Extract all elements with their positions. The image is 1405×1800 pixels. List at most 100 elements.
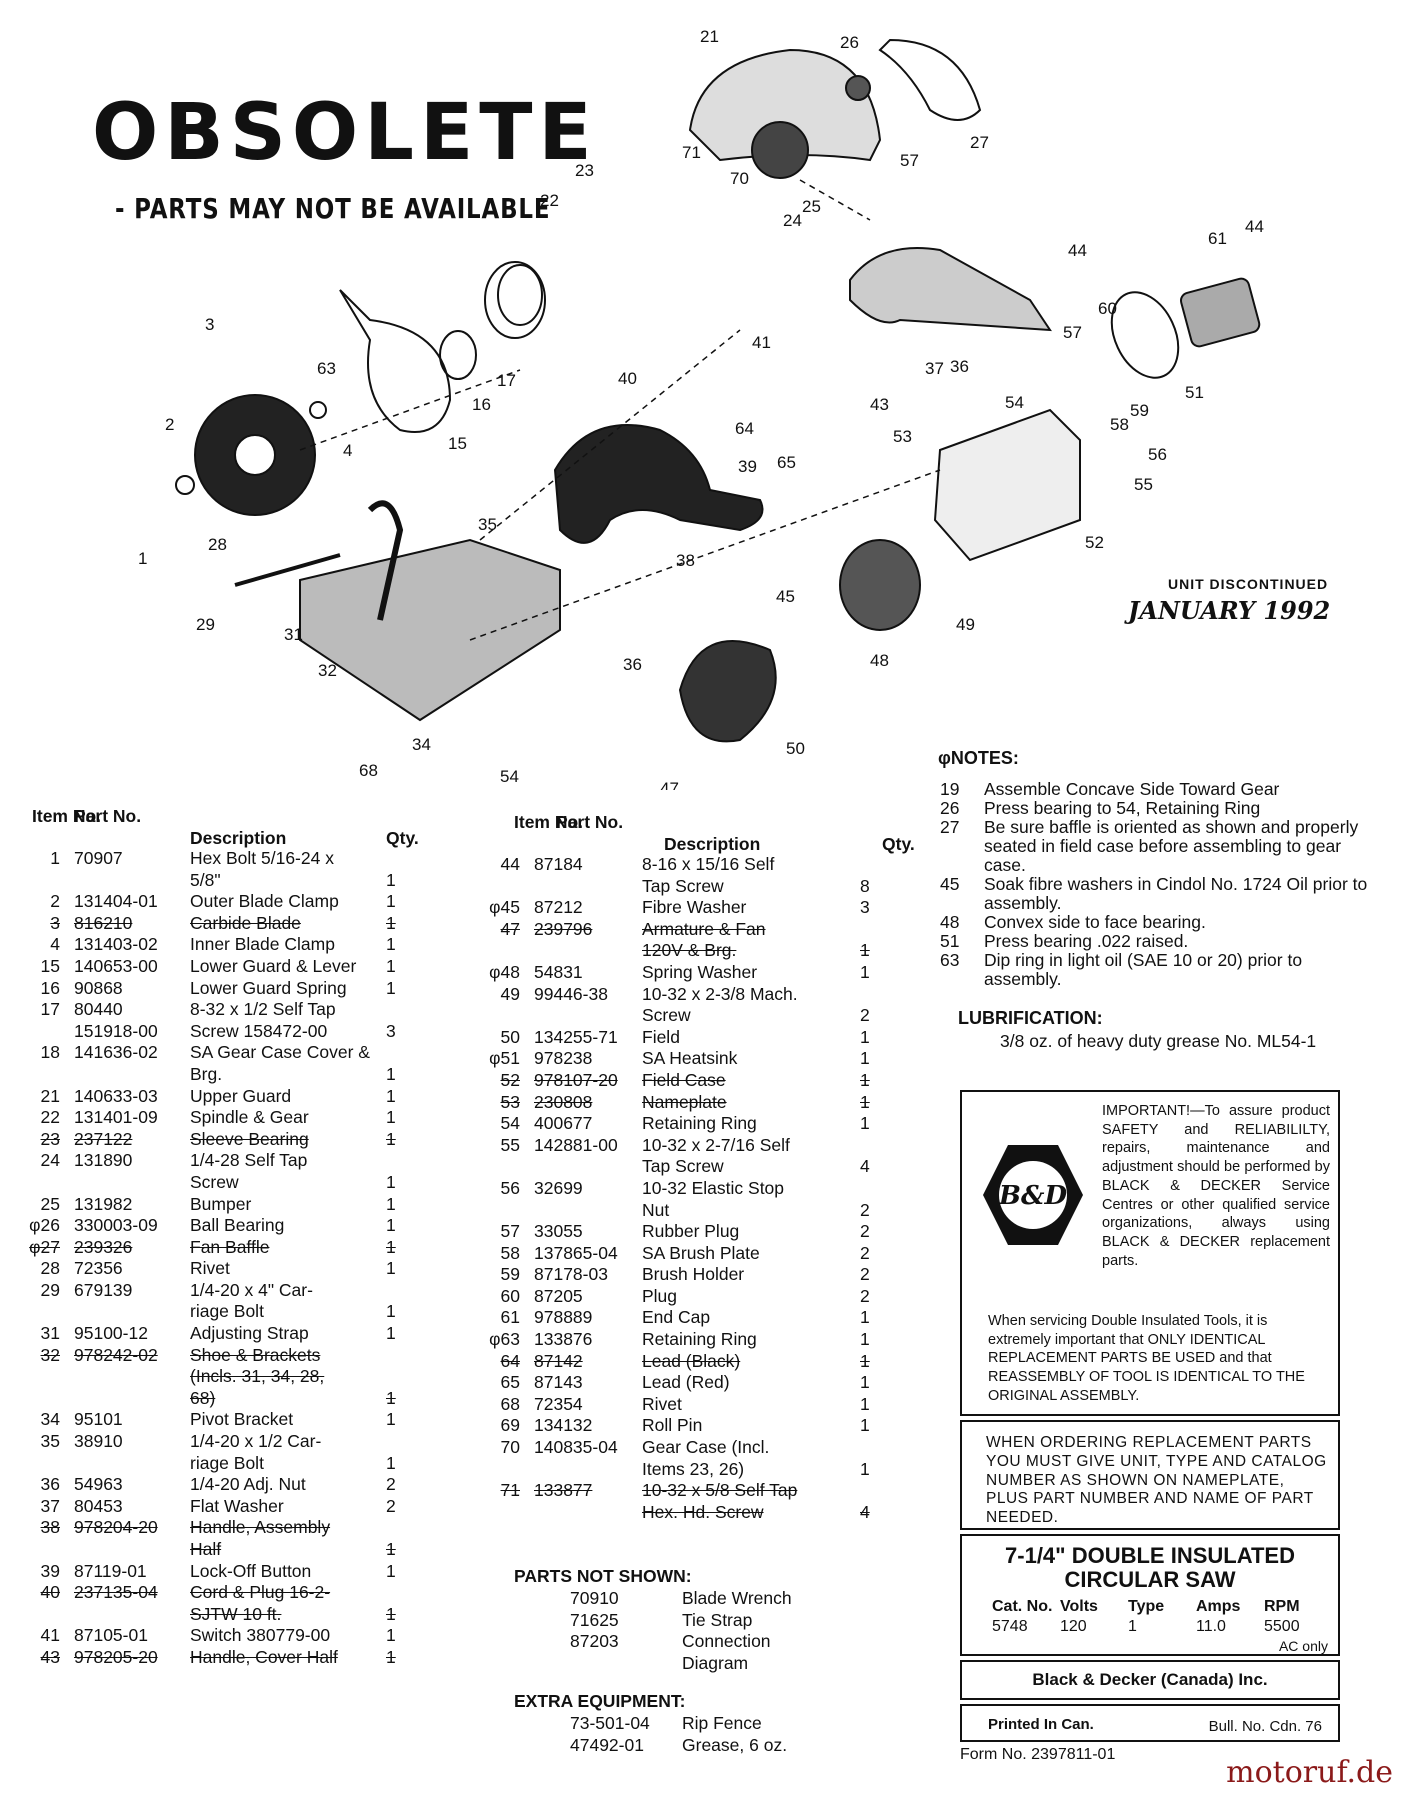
- item-no: 49: [500, 983, 520, 1004]
- table-row: 120V & Brg.1: [470, 940, 912, 962]
- quantity: [386, 999, 416, 1021]
- callout-label: 48: [870, 651, 889, 670]
- description: Field: [642, 1026, 680, 1047]
- item-no: 64: [500, 1350, 520, 1371]
- part-no: 137865-04: [534, 1242, 618, 1263]
- callout-label: 15: [448, 434, 467, 453]
- description: Spring Washer: [642, 961, 758, 982]
- spindle-gear: [497, 264, 543, 326]
- callout-label: 60: [1098, 299, 1117, 318]
- header-part: Part No.: [74, 806, 142, 826]
- callout-label: 44: [1245, 217, 1264, 236]
- item-no: φ27: [29, 1236, 60, 1257]
- quantity: 1: [860, 940, 870, 961]
- description: Lead (Black): [642, 1350, 741, 1371]
- armature: [678, 640, 777, 743]
- description: Screw: [190, 1171, 239, 1192]
- header-desc-mid: Description: [664, 834, 761, 854]
- quantity: [860, 984, 890, 1006]
- item-no: 38: [40, 1517, 60, 1538]
- part-no: [74, 1539, 190, 1561]
- item-no: [470, 1156, 534, 1178]
- item-no: 71: [500, 1480, 520, 1501]
- item-no: φ26: [29, 1215, 60, 1236]
- description: Rip Fence: [682, 1712, 762, 1733]
- item-no: 31: [40, 1323, 60, 1344]
- part-no: [74, 870, 190, 892]
- heatsink: [1110, 291, 1180, 379]
- item-no: 40: [40, 1582, 60, 1603]
- part-no: [74, 1388, 190, 1410]
- fan-baffle: [878, 38, 982, 121]
- table-row: (Incls. 31, 34, 28,: [22, 1366, 416, 1388]
- item-no: 52: [500, 1069, 520, 1090]
- part-no: 54831: [534, 961, 583, 982]
- description: Retaining Ring: [642, 1329, 757, 1350]
- callout-label: 32: [318, 661, 337, 680]
- description: Screw 158472-00: [190, 1020, 328, 1041]
- part-no: [534, 876, 642, 898]
- item-no: 35: [40, 1431, 60, 1452]
- item-no: 43: [40, 1646, 60, 1667]
- part-no: 133876: [534, 1329, 593, 1350]
- part-no: 87119-01: [74, 1560, 147, 1581]
- part-no: [534, 940, 642, 962]
- item-no: [470, 1200, 534, 1222]
- description: Fan Baffle: [190, 1236, 270, 1257]
- item-no: 57: [500, 1221, 520, 1242]
- quantity: 1: [386, 977, 396, 998]
- description: Carbide Blade: [190, 912, 301, 933]
- quantity: 1: [860, 1393, 870, 1414]
- part-no: 70910: [570, 1587, 619, 1608]
- description: Half: [190, 1539, 222, 1559]
- description: Diagram: [682, 1653, 749, 1674]
- ac-only: AC only: [1278, 1638, 1328, 1654]
- part-no: 134132: [534, 1415, 593, 1436]
- callout-label: 55: [1134, 475, 1153, 494]
- extra-equipment-title: EXTRA EQUIPMENT:: [514, 1690, 686, 1711]
- gear-case: [484, 261, 546, 339]
- svg-text:B&D: B&D: [998, 1181, 1067, 1211]
- callout-label: 37: [925, 359, 944, 378]
- callout-label: 70: [730, 169, 749, 188]
- callout-label: 64: [735, 419, 754, 438]
- part-no: 140633-03: [74, 1085, 158, 1106]
- quantity: 4: [860, 1501, 870, 1522]
- part-no: 72354: [534, 1393, 583, 1414]
- part-no: 54963: [74, 1474, 123, 1495]
- quantity: 1: [860, 1069, 870, 1090]
- part-no: 133877: [534, 1480, 593, 1501]
- table-row: Items 23, 26)1: [470, 1459, 912, 1481]
- description: 1/4-20 Adj. Nut: [190, 1474, 306, 1495]
- description: Flat Washer: [190, 1495, 284, 1516]
- item-no: [22, 1064, 74, 1086]
- description: Nut: [642, 1199, 670, 1220]
- callout-label: 2: [165, 415, 174, 434]
- item-no: 39: [40, 1560, 60, 1581]
- part-no: 95100-12: [74, 1323, 148, 1344]
- note-number: 63: [940, 950, 960, 970]
- item-no: φ48: [489, 961, 520, 982]
- quantity: 1: [386, 1323, 396, 1344]
- part-no: 978205-20: [74, 1646, 158, 1667]
- unit-discontinued-label: UNIT DISCONTINUED: [1168, 576, 1329, 592]
- item-no: 2: [50, 891, 60, 912]
- quantity: 1: [386, 1560, 396, 1581]
- inner-blade-clamp: [309, 401, 327, 419]
- callout-label: 51: [1185, 383, 1204, 402]
